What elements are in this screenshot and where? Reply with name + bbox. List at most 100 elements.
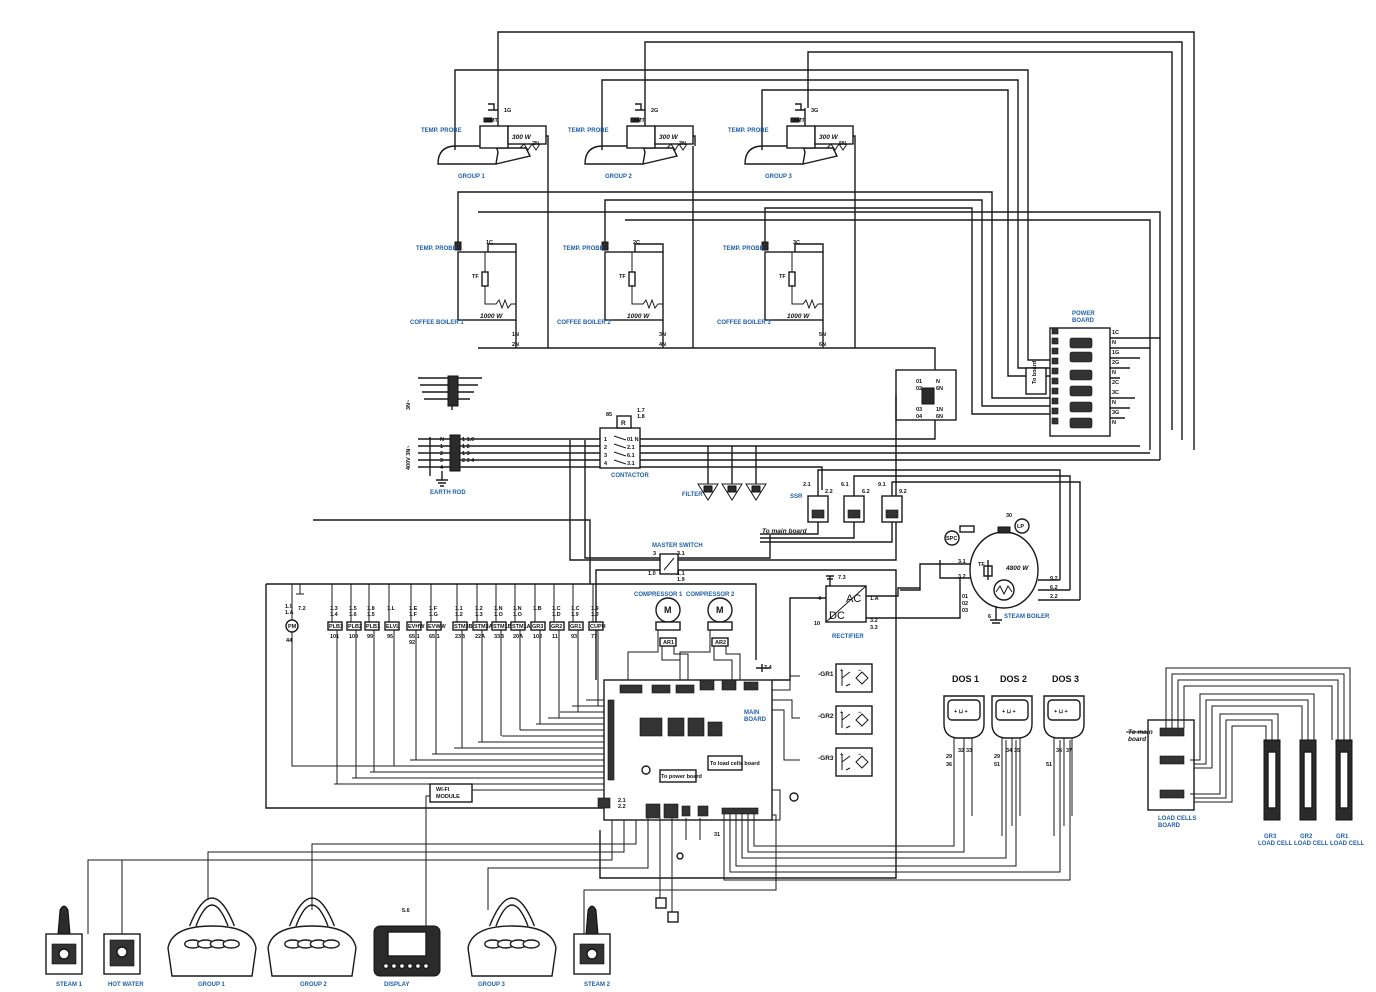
rectifier-dc: DC [829, 610, 845, 622]
load-cell-desc: LOAD CELL [1330, 841, 1365, 847]
connector-bottom-label: 33B [494, 634, 504, 640]
boiler-wire-label: 1C [486, 240, 493, 246]
terminal-pin [1051, 327, 1059, 335]
top-wire-bus [454, 31, 1195, 460]
flowmeter-label: -GR2 [818, 713, 834, 720]
connector-bottom-label: 92 [409, 640, 415, 646]
contactor-right-pin: 01 N [627, 437, 639, 443]
steam-boiler-power: 4800 W [1005, 565, 1029, 572]
svg-text:2.2: 2.2 [1050, 594, 1058, 600]
svg-text:1.1: 1.1 [677, 571, 685, 577]
connector-bottom-label: 65.1 [429, 634, 440, 640]
connector-label: STM1A [512, 624, 531, 630]
group-head-shape [584, 145, 646, 165]
dosing-num: 32 [958, 748, 964, 754]
display-button [390, 962, 398, 970]
connector-box [588, 621, 604, 631]
mains-left-label: 2 [440, 451, 443, 457]
ssr-label: SSR [790, 494, 803, 500]
mains-left-label: 3 [440, 458, 443, 464]
connector-top-label: 1.D [552, 612, 561, 618]
earth-rod-label: EARTH ROD [430, 490, 466, 496]
contactor-right-pin: 3.1 [627, 461, 635, 467]
connector-box [491, 621, 507, 631]
heater-resistor [826, 143, 848, 151]
group-label: GROUP 3 [765, 174, 793, 180]
contactor-left-pin: 4 [604, 461, 608, 467]
dosing-num: 51 [994, 762, 1000, 768]
thermostat-box [626, 125, 656, 149]
flowmeter-1: +−-GR1 [818, 663, 873, 693]
svg-text:9.1: 9.1 [878, 482, 886, 488]
terminal-pin [1051, 407, 1059, 415]
svg-text:30: 30 [1006, 513, 1012, 519]
dosing-num: 33 [966, 748, 972, 754]
svg-text:N: N [936, 379, 940, 385]
connector-top-label: 1.F [429, 606, 438, 612]
group-handle [288, 897, 336, 927]
load-cell-desc: LOAD CELL [1258, 841, 1293, 847]
connector-box [327, 621, 343, 631]
terminal-pin [1051, 377, 1059, 385]
connector-top-label: 1.F [409, 612, 418, 618]
svg-text:6.2: 6.2 [862, 489, 870, 495]
svg-text:1N: 1N [936, 407, 943, 413]
svg-text:board: board [1128, 736, 1147, 743]
connector-bottom-label: 77 [591, 634, 597, 640]
flowmeters: +−-GR1+−-GR2+−-GR3 [818, 663, 873, 777]
dosing-num: 37 [1066, 748, 1072, 754]
flowmeter-minus: − [858, 752, 861, 758]
load-cell-name: GR3 [1264, 834, 1277, 840]
connector-top-label: 1.6 [349, 612, 357, 618]
connector-box [364, 621, 380, 631]
group-switch-label: 2G [651, 108, 658, 114]
svg-text:400V 3N~: 400V 3N~ [406, 445, 412, 470]
load-cell-desc: LOAD CELL [1294, 841, 1329, 847]
compressor-tag-box [659, 637, 677, 647]
svg-text:1.8: 1.8 [637, 414, 645, 420]
power-board-title-2: BOARD [1072, 318, 1095, 324]
svg-text:3N~: 3N~ [406, 400, 412, 410]
svg-text:3: 3 [653, 551, 656, 557]
lp-label: LP [1017, 524, 1024, 530]
connector-box [384, 621, 400, 631]
group-2-control [267, 897, 357, 977]
mains-right-label: 1 2 [462, 444, 470, 450]
connector-label: EVWW [428, 624, 447, 630]
junction-block: 01 02 03 04 N 6N 1N 6N [569, 369, 957, 561]
svg-text:02: 02 [962, 601, 968, 607]
connector-top-label: 1.8 [367, 606, 375, 612]
thermostat-label: AMT [633, 118, 646, 124]
contactor-right-pin: 6.1 [627, 453, 635, 459]
to-power-board-label: To power board [661, 774, 702, 780]
wifi-module: WI-FI MODULE [425, 783, 604, 905]
tf-label: TF [619, 274, 626, 280]
svg-text:1.A: 1.A [870, 596, 879, 602]
compressor-tag-box [711, 637, 729, 647]
svg-text:2.1: 2.1 [618, 798, 626, 804]
ssr-block: SSR 2.1 2.2 6.1 6.2 9.1 9.2 To main boar… [760, 469, 1081, 600]
connector-bottom-label: 95 [387, 634, 393, 640]
ssr-to-main-board: To main board [762, 528, 808, 535]
flowmeter-symbol [855, 671, 869, 685]
boiler-neutral-1: 3N [659, 332, 666, 338]
svg-text:2.2: 2.2 [825, 489, 833, 495]
coffee-boiler-label: COFFEE BOILER 1 [410, 320, 464, 326]
svg-text:04: 04 [916, 414, 923, 420]
steam-2-control [573, 905, 611, 975]
connector-top-label: 1.L [387, 606, 396, 612]
flowmeter-minus: − [858, 710, 861, 716]
flowmeter-3: +−-GR3 [818, 747, 873, 777]
svg-text:31: 31 [714, 832, 720, 838]
mains-left-label: 4 [440, 465, 444, 471]
power-board-side-label: To board [1032, 361, 1038, 384]
